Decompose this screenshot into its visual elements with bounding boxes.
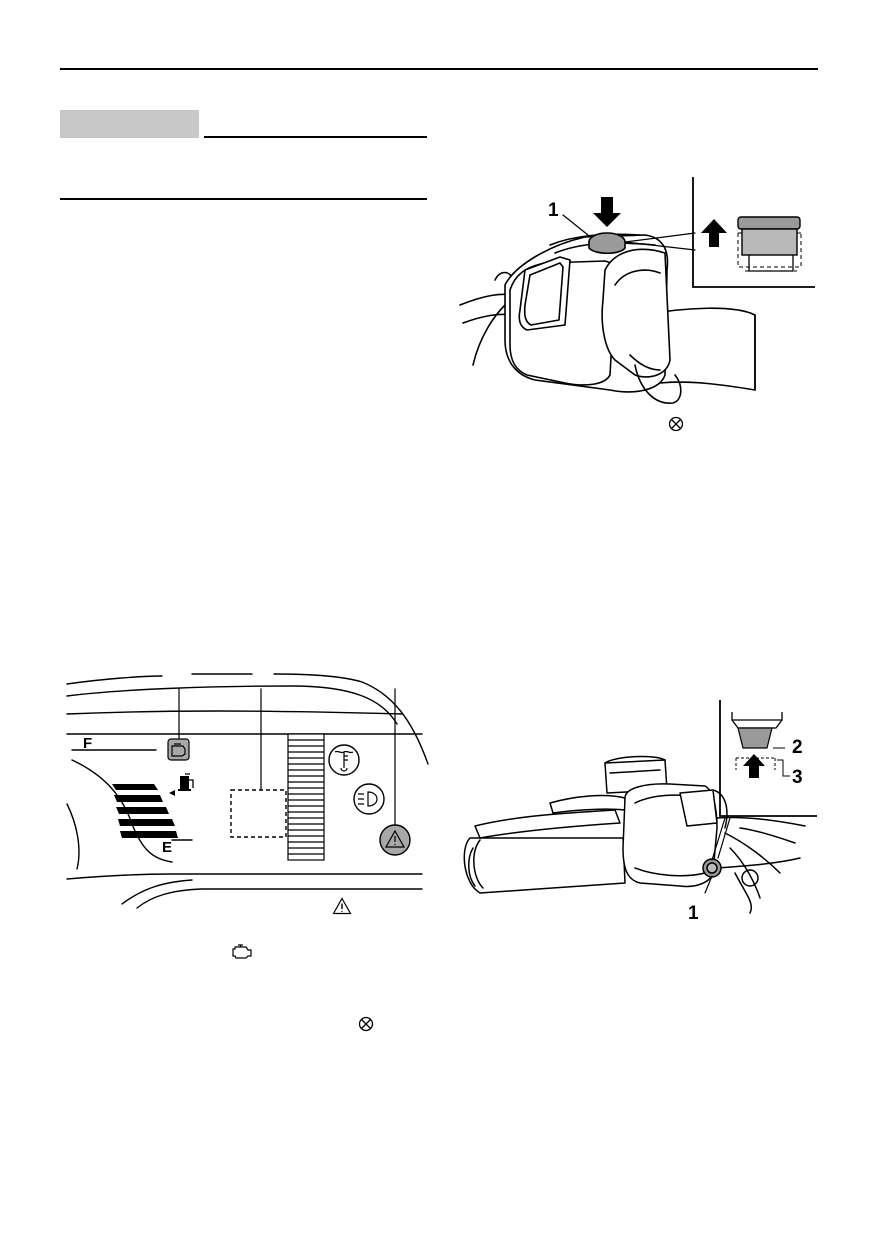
callout-2: 2 bbox=[792, 737, 803, 758]
fuel-empty-label: E bbox=[162, 839, 173, 856]
engine-icon bbox=[232, 944, 252, 959]
heading-rule bbox=[204, 136, 427, 138]
header-rule bbox=[60, 68, 818, 70]
callout-1: 1 bbox=[548, 200, 559, 221]
subheading-rule bbox=[60, 198, 427, 200]
circle-x-icon bbox=[668, 416, 684, 432]
fuel-full-label: F bbox=[83, 735, 93, 752]
section-tab bbox=[60, 110, 199, 138]
circle-x-icon bbox=[358, 1016, 374, 1032]
callout-3: 3 bbox=[792, 767, 803, 788]
warning-triangle-icon bbox=[332, 897, 352, 915]
callout-1: 1 bbox=[688, 903, 699, 924]
